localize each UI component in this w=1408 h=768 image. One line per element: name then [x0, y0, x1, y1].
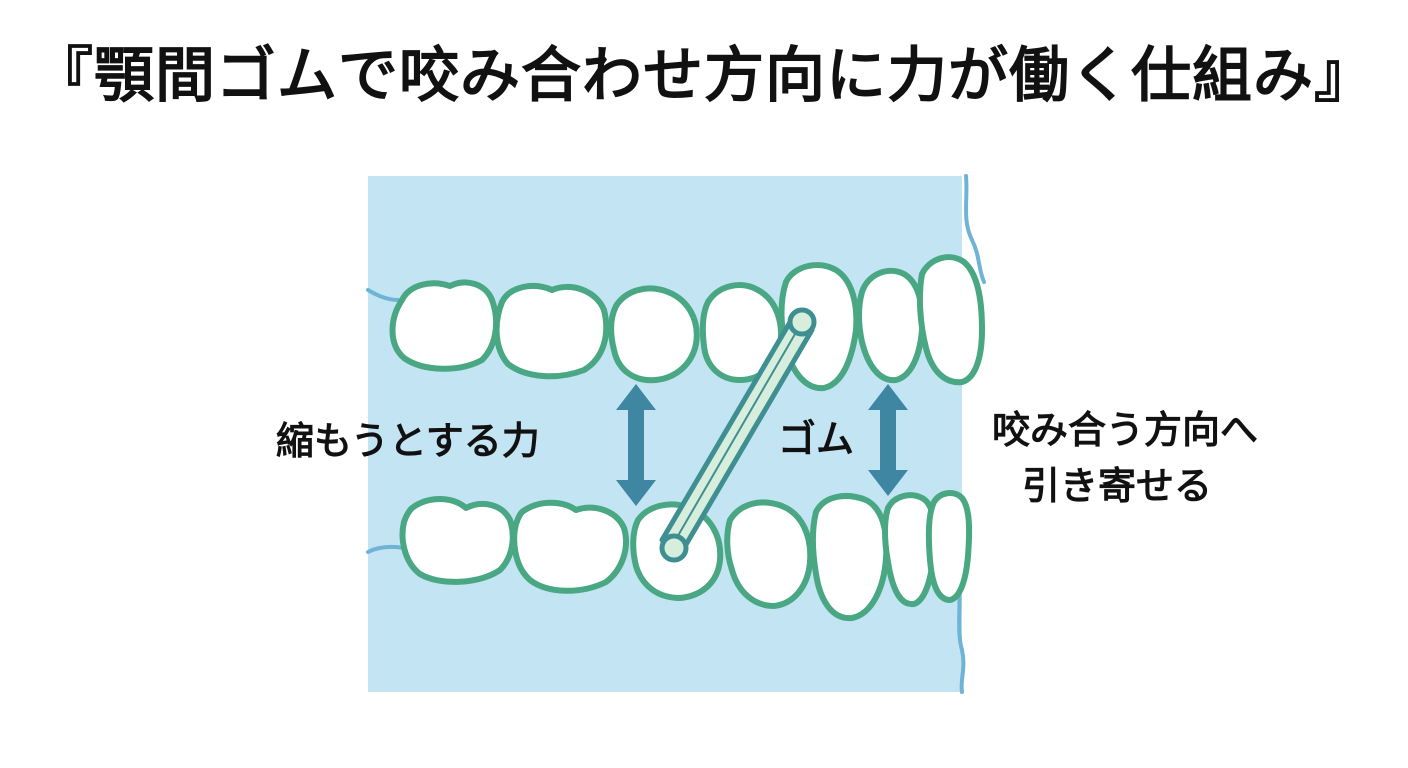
lower-canine — [810, 493, 890, 622]
upper-molar-2 — [493, 283, 610, 380]
lower-molar-2 — [511, 499, 629, 594]
lower-molar-1 — [399, 496, 516, 585]
bite-direction-label: 咬み合う方向へ 引き寄せる — [992, 402, 1258, 514]
bite-direction-label-line1: 咬み合う方向へ — [992, 408, 1259, 452]
intermaxillary-elastic — [659, 307, 817, 563]
rubber-label: ゴム — [778, 417, 855, 461]
upper-central-incisor — [916, 254, 985, 386]
lower-right-gum-line — [956, 578, 966, 694]
bite-direction-arrow — [868, 384, 908, 496]
contracting-force-arrow — [616, 384, 656, 506]
lower-teeth — [399, 490, 973, 622]
upper-premolar-1 — [608, 285, 700, 384]
upper-hook — [787, 307, 817, 337]
lower-lateral-incisor — [882, 492, 938, 608]
upper-molar-1 — [389, 279, 500, 372]
lower-central-incisor — [925, 490, 973, 603]
lower-hook — [659, 533, 689, 563]
upper-lateral-incisor — [856, 267, 926, 384]
contracting-force-label: 縮もうとする力 — [276, 419, 540, 463]
page-title: 『顎間ゴムで咬み合わせ方向に力が働く仕組み』 — [33, 41, 1375, 111]
bite-direction-label-line2: 引き寄せる — [1022, 464, 1213, 508]
upper-right-gum-line — [964, 174, 986, 284]
elastic-center-line — [671, 321, 803, 547]
lower-premolar-2 — [724, 499, 814, 609]
upper-teeth — [389, 254, 985, 392]
upper-left-gum-line — [366, 288, 400, 302]
